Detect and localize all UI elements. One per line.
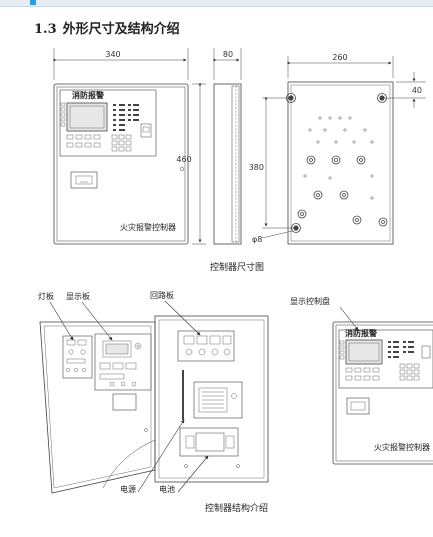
back-offset-dim: 40 [412,86,422,95]
label-display-control-panel: 显示控制盘 [290,296,330,306]
small-front-product-name: 火灾报警控制器 [374,442,430,452]
back-width-dim: 260 [332,53,347,62]
label-lamp-board: 灯板 [38,291,54,301]
hole-diameter-dim: φ8 [252,235,262,244]
back-hole-spacing-dim: 380 [249,163,264,172]
label-power-supply: 电源 [120,484,136,494]
structure-leaders [49,300,359,493]
back-view [261,56,426,245]
dimension-figure-caption: 控制器尺寸图 [210,263,265,273]
small-front-view [332,321,433,465]
section-number: 1.3 [34,22,57,37]
front-brand: 消防报警 [72,90,104,100]
structure-view [39,315,269,494]
top-bar-rule [0,6,433,7]
label-battery: 电池 [159,484,175,494]
label-loop-board: 回路板 [150,290,174,300]
side-depth-dim: 80 [223,50,233,59]
top-bar [0,0,433,7]
side-view [213,48,242,245]
structure-figure-caption: 控制器结构介绍 [205,504,269,514]
front-height-dim: 460 [176,155,191,164]
front-view [53,48,206,245]
front-width-dim: 340 [105,50,120,59]
front-product-name: 火灾报警控制器 [120,222,176,232]
section-heading: 1.3 外形尺寸及结构介绍 [34,18,180,37]
top-bar-accent [30,0,36,5]
label-display-board: 显示板 [66,291,90,301]
small-front-brand: 消防报警 [345,328,377,338]
section-title: 外形尺寸及结构介绍 [62,22,180,37]
